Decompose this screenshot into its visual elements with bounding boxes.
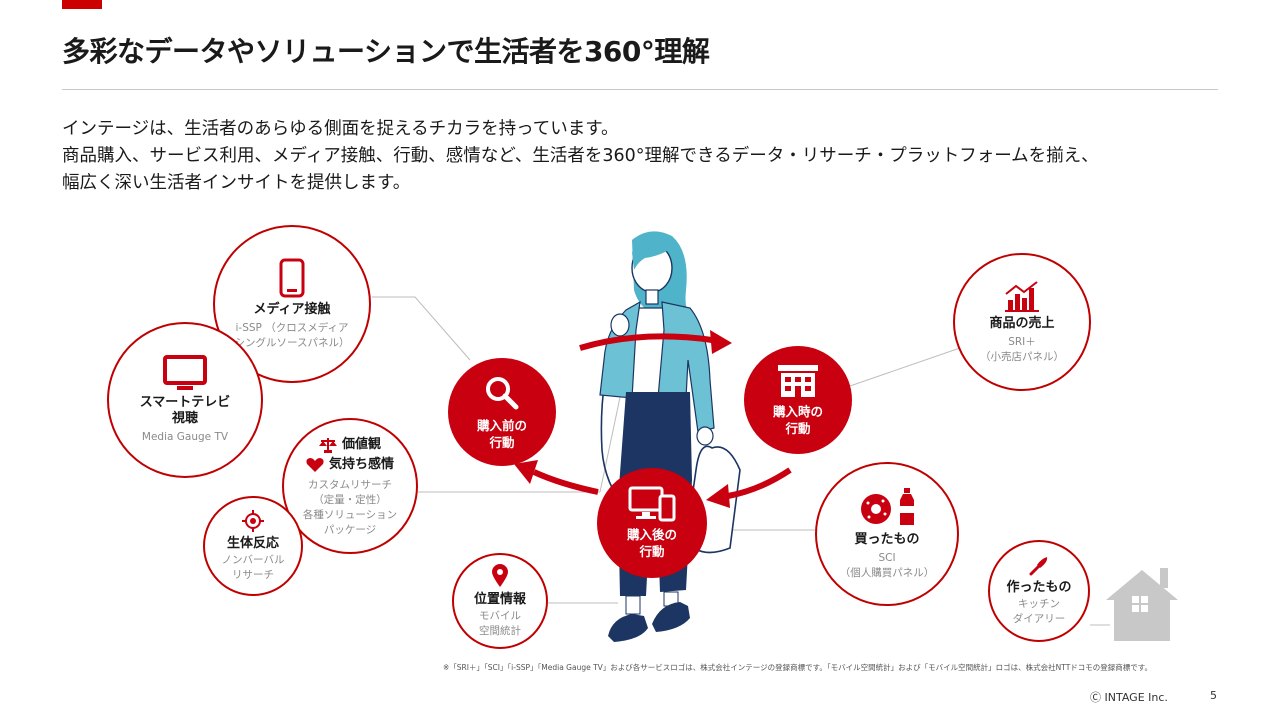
node-subtitle: Media Gauge TV: [141, 431, 229, 443]
node-title: 位置情報: [473, 591, 526, 607]
node-subtitle: モバイル 空間統計: [479, 609, 521, 639]
node-subtitle: SCI （個人購買パネル）: [840, 551, 935, 581]
trademark-footnote: ※「SRI＋」「SCI」「i-SSP」「Media Gauge TV」および各サ…: [443, 663, 1153, 672]
node-subtitle-line: SRI＋: [1008, 335, 1036, 348]
shopper-figure-illustration: [599, 231, 741, 642]
intro-line: 商品購入、サービス利用、メディア接触、行動、感情など、生活者を360°理解できる…: [62, 146, 1099, 166]
purchased-icons: [859, 487, 915, 526]
page-number: 5: [1210, 689, 1217, 702]
node-subtitle-line: リサーチ: [232, 568, 274, 581]
node-subtitle-line: （個人購買パネル）: [839, 566, 935, 579]
devices-icon: [628, 486, 676, 522]
cycle-arrows: [514, 330, 792, 508]
page-title: 多彩なデータやソリューションで生活者を360°理解: [62, 35, 710, 68]
node-location: 位置情報 モバイル 空間統計: [452, 553, 548, 649]
stage-label: 購入後の: [626, 527, 677, 542]
smartphone-icon: [279, 258, 305, 297]
node-subtitle-line: パッケージ: [323, 523, 377, 536]
emotions-row: 気持ち感情: [306, 455, 394, 475]
node-subtitle-line: 各種ソリューション: [302, 508, 398, 521]
tv-icon: [163, 355, 207, 390]
arrow-head-icon: [514, 460, 538, 484]
node-title: 価値観: [341, 436, 381, 452]
node-title: 買ったもの: [854, 531, 920, 547]
intro-line: 幅広く深い生活者インサイトを提供します。: [62, 173, 411, 193]
connector-line: [372, 296, 471, 361]
node-purchased-items: 買ったもの SCI （個人購買パネル）: [815, 462, 959, 606]
stage-label: 行動: [489, 435, 515, 450]
stage-before-purchase: 購入前の 行動: [448, 358, 556, 466]
node-subtitle-line: （小売店パネル）: [980, 350, 1064, 363]
stage-after-purchase: 購入後の 行動: [597, 468, 707, 578]
node-subtitle-line: ダイアリー: [1012, 612, 1066, 625]
node-cooked-items: 作ったもの キッチン ダイアリー: [988, 540, 1090, 642]
node-subtitle: i-SSP （クロスメディア シングルソースパネル）: [235, 321, 350, 351]
node-title: スマートテレビ: [139, 395, 231, 410]
balance-scale-icon: [318, 437, 337, 453]
stage-label: 購入時の: [772, 404, 823, 419]
node-subtitle-line: シングルソースパネル）: [234, 336, 350, 349]
node-subtitle-line: モバイル: [479, 609, 521, 622]
stage-label: 購入前の: [476, 418, 527, 433]
copyright: Ⓒ INTAGE Inc.: [1090, 691, 1168, 704]
node-title: 気持ち感情: [328, 456, 394, 472]
title-divider: [62, 89, 1218, 90]
node-title: 商品の売上: [989, 315, 1055, 331]
arrow-head-icon: [706, 484, 730, 508]
node-subtitle-line: i-SSP （クロスメディア: [235, 321, 349, 334]
node-title: 視聴: [171, 411, 198, 426]
target-icon: [242, 509, 264, 532]
house-icon: [1106, 568, 1178, 641]
node-subtitle-line: （定量・定性）: [313, 493, 387, 506]
bottle-icon: [900, 487, 914, 525]
node-title: 生体反応: [226, 535, 279, 551]
store-icon: [778, 365, 818, 397]
node-title: 作ったもの: [1006, 579, 1072, 595]
node-values-emotions: 価値観 気持ち感情 カスタムリサーチ （定量・定性） 各種ソリューション パッケ…: [282, 418, 418, 554]
node-subtitle-line: SCI: [878, 551, 896, 564]
donut-icon: [861, 493, 891, 524]
node-subtitle-line: カスタムリサーチ: [307, 478, 392, 491]
values-row: 価値観: [318, 435, 381, 455]
arrow-head-icon: [710, 330, 732, 354]
map-pin-icon: [492, 563, 508, 587]
intro-text: インテージは、生活者のあらゆる側面を捉えるチカラを持っています。 商品購入、サー…: [62, 116, 1099, 197]
search-icon: [486, 377, 519, 410]
node-subtitle-line: ノンバーバル: [221, 553, 285, 566]
accent-bar: [62, 0, 102, 9]
stage-label: 行動: [785, 421, 811, 436]
node-subtitle: キッチン ダイアリー: [1013, 597, 1066, 627]
node-biometric: 生体反応 ノンバーバル リサーチ: [203, 496, 303, 596]
node-subtitle-line: 空間統計: [479, 624, 521, 637]
node-product-sales: 商品の売上 SRI＋ （小売店パネル）: [953, 253, 1091, 391]
heart-icon: [306, 457, 324, 472]
node-title: メディア接触: [253, 301, 331, 317]
node-subtitle: ノンバーバル リサーチ: [222, 553, 285, 583]
node-subtitle: SRI＋ （小売店パネル）: [980, 335, 1064, 365]
stage-during-purchase: 購入時の 行動: [744, 346, 852, 454]
node-subtitle: カスタムリサーチ （定量・定性） 各種ソリューション パッケージ: [303, 478, 397, 538]
node-smart-tv: スマートテレビ 視聴 Media Gauge TV: [107, 322, 263, 478]
node-subtitle-line: キッチン: [1018, 597, 1060, 610]
stage-label: 行動: [639, 544, 665, 559]
connector-line: [849, 347, 961, 387]
bar-chart-icon: [1005, 280, 1039, 312]
knife-icon: [1029, 556, 1048, 575]
intro-line: インテージは、生活者のあらゆる側面を捉えるチカラを持っています。: [62, 119, 619, 139]
